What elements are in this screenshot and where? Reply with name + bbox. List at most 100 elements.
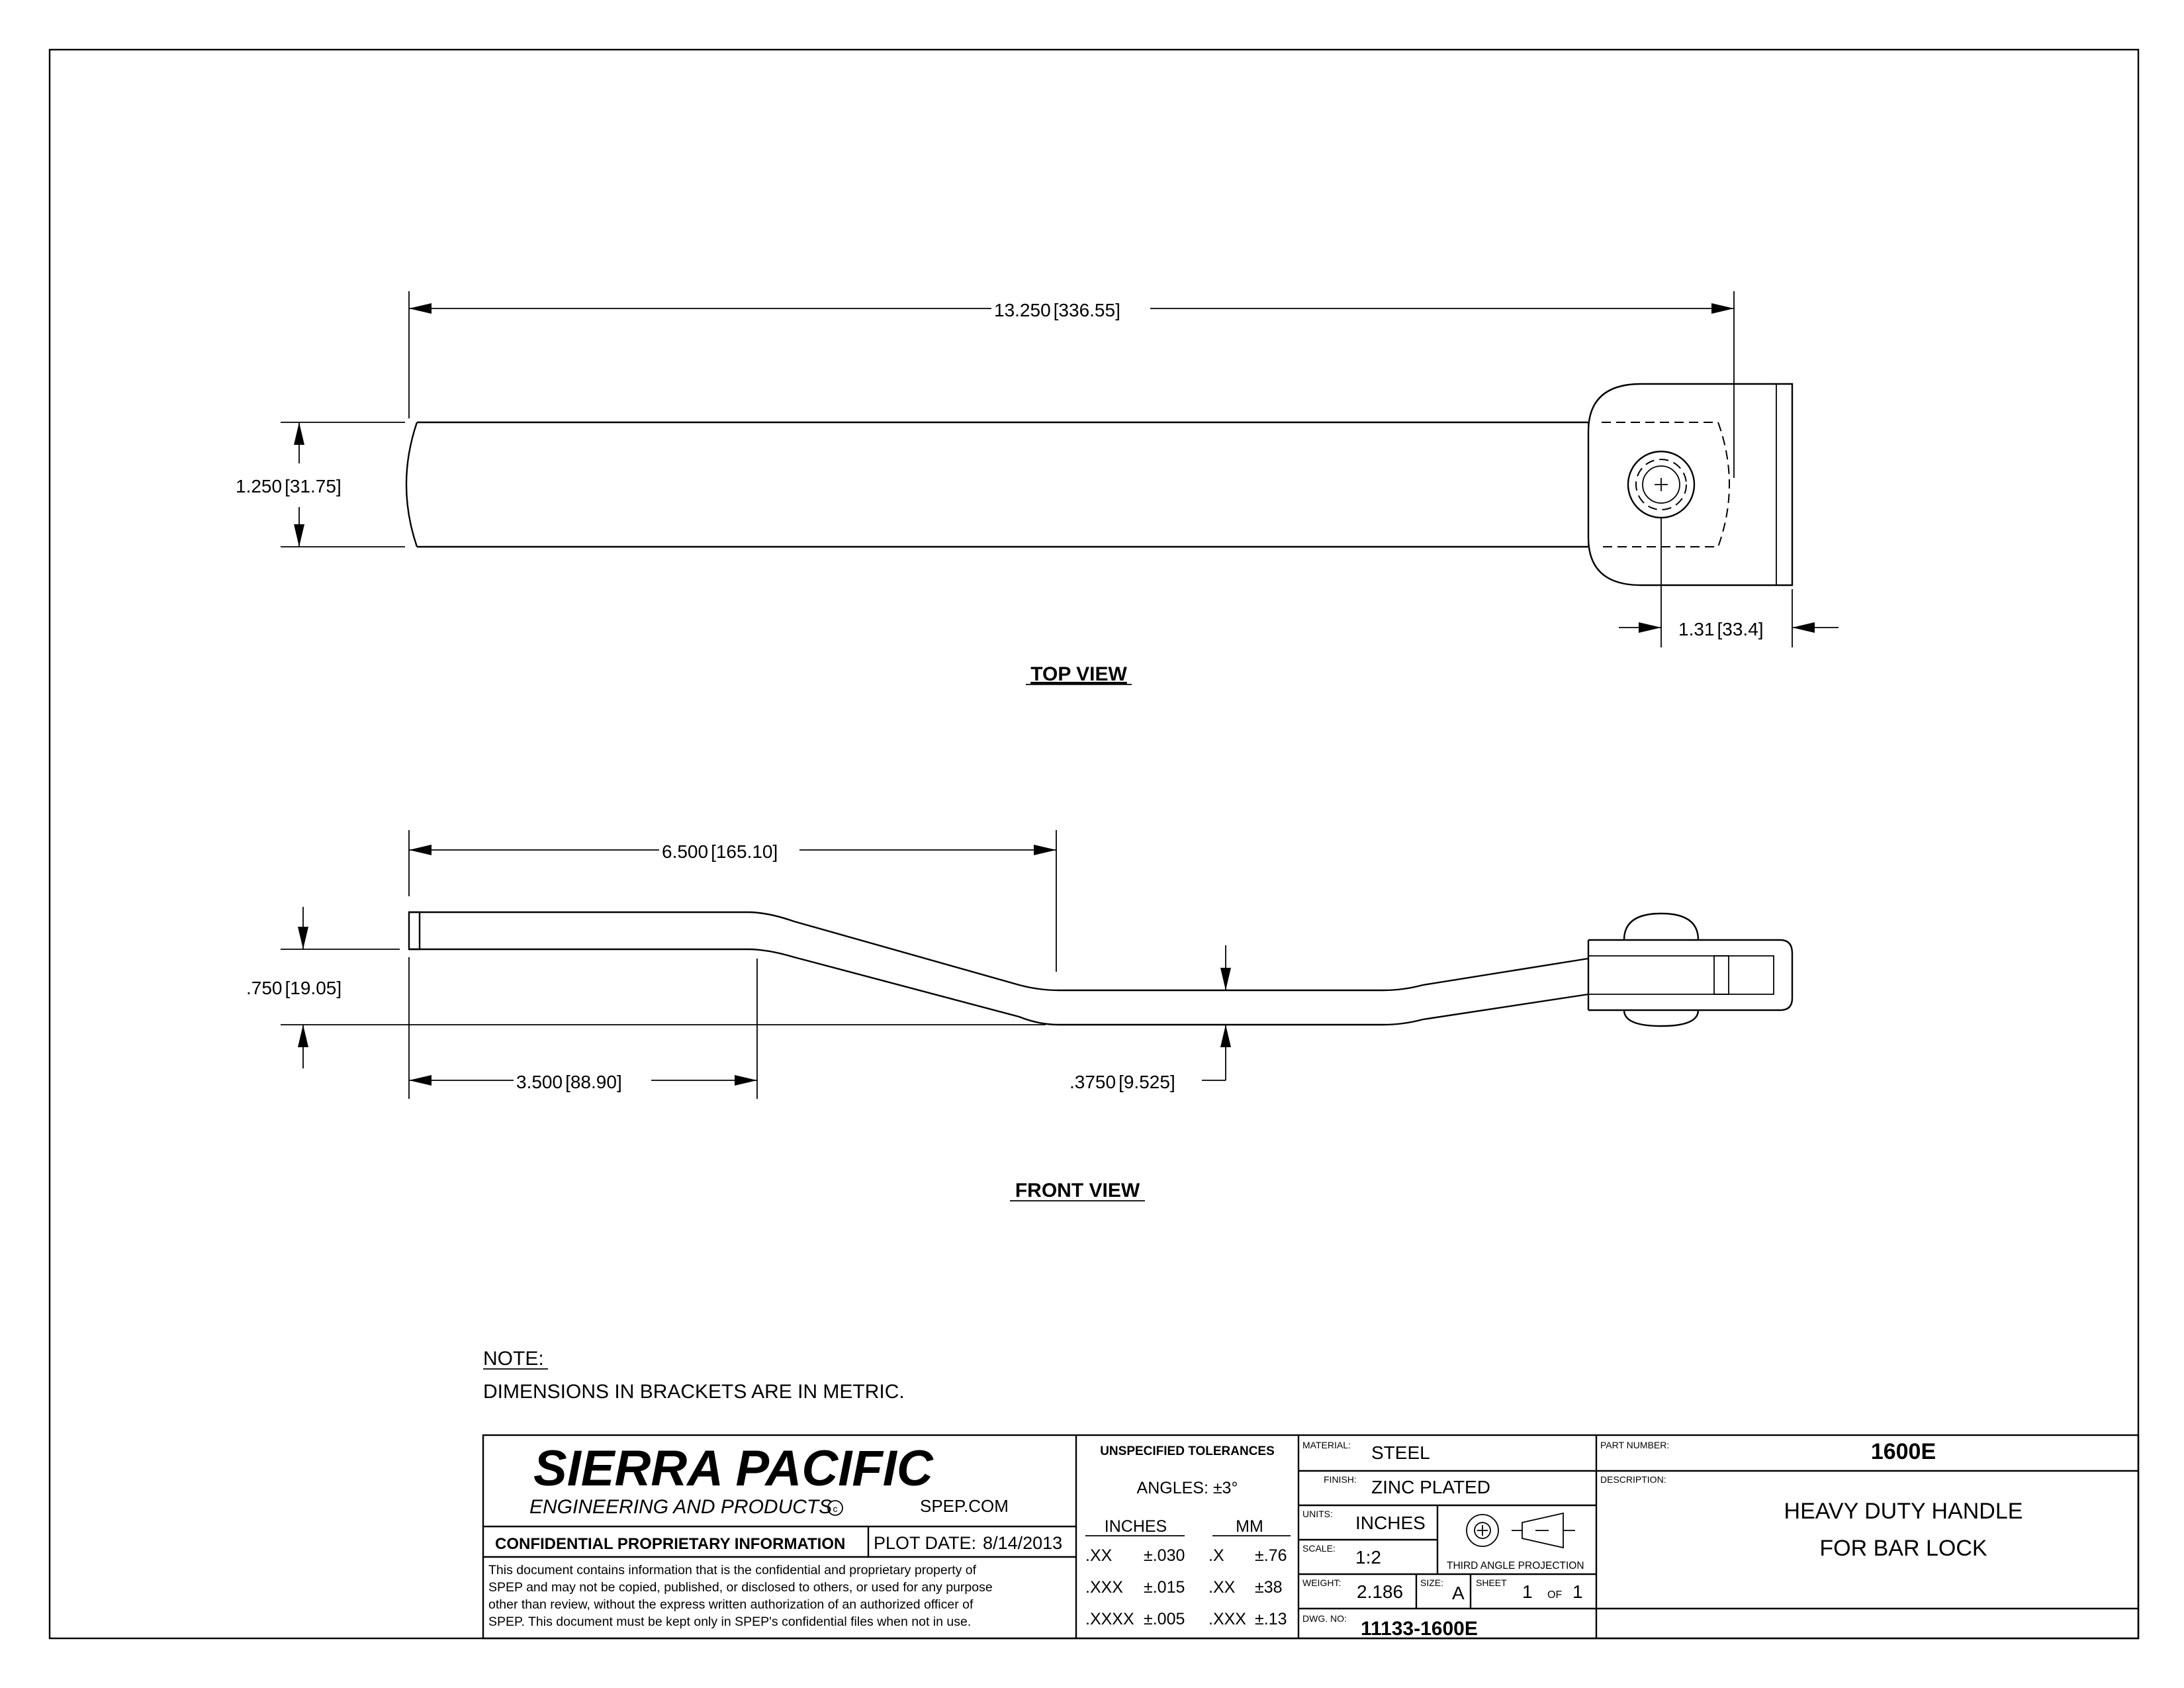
tol-mm-val: ±.76 xyxy=(1255,1546,1287,1565)
dim-bend-start: 3.500 xyxy=(516,1072,563,1092)
note-text: DIMENSIONS IN BRACKETS ARE IN METRIC. xyxy=(483,1381,905,1403)
front-view-label: FRONT VIEW xyxy=(1015,1180,1140,1201)
plot-date-label: PLOT DATE: xyxy=(874,1533,976,1553)
tol-mm-fmt: .X xyxy=(1208,1546,1224,1565)
title-block: SIERRA PACIFIC ENGINEERING AND PRODUCTS … xyxy=(482,1434,2140,1640)
description-line-2: FOR BAR LOCK xyxy=(1819,1536,1987,1561)
front-clevis-outer xyxy=(1588,939,1794,1011)
arrow xyxy=(1034,845,1056,855)
dim-bend-start-mm: 88.90 xyxy=(570,1072,617,1092)
dim-end-offset: 1.31 xyxy=(1678,619,1715,639)
arrow xyxy=(409,845,432,855)
dim-thickness: .3750 xyxy=(1069,1072,1116,1092)
units-label: UNITS: xyxy=(1302,1509,1333,1519)
title-block-border xyxy=(482,1434,2140,1640)
arrow xyxy=(735,1075,757,1086)
disclaimer-line-2: SPEP and may not be copied, published, o… xyxy=(488,1580,993,1595)
svg-text:3.500[88.90]: 3.500[88.90] xyxy=(516,1072,622,1092)
front-pin-head-top xyxy=(1623,912,1700,941)
svg-text:.3750[9.525]: .3750[9.525] xyxy=(1069,1072,1175,1092)
sheet-border xyxy=(48,48,2140,1640)
material-label: MATERIAL: xyxy=(1302,1440,1351,1450)
finish-value: ZINC PLATED xyxy=(1371,1477,1490,1497)
material-value: STEEL xyxy=(1371,1442,1430,1463)
top-clevis-outline xyxy=(1587,383,1794,586)
dim-width-mm: 31.75 xyxy=(290,476,336,496)
svg-text:.750[19.05]: .750[19.05] xyxy=(246,978,341,998)
front-bar-tip xyxy=(1713,955,1729,995)
size-label: SIZE: xyxy=(1420,1577,1443,1588)
tol-in-val: ±.005 xyxy=(1144,1610,1185,1628)
arrow xyxy=(1220,1025,1231,1047)
dim-offset: .750 xyxy=(246,978,283,998)
top-pin-inner xyxy=(1642,465,1680,504)
arrow xyxy=(1792,622,1815,633)
sheet-value: 1 xyxy=(1522,1581,1533,1602)
dwg-no-label: DWG. NO: xyxy=(1302,1613,1347,1624)
dim-length: 13.250 xyxy=(994,300,1051,320)
arrow xyxy=(409,303,432,314)
dim-bend-end-mm: 165.10 xyxy=(716,841,773,862)
copyright-icon xyxy=(827,1500,843,1516)
third-angle-projection-icon xyxy=(1466,1512,1575,1549)
top-pin-center-mark xyxy=(1655,478,1668,491)
arrow xyxy=(298,1025,308,1047)
tol-mm-val: ±.13 xyxy=(1255,1610,1287,1628)
website: SPEP.COM xyxy=(920,1496,1009,1516)
tolerance-rows: .XX ±.030 .X ±.76 .XXX ±.015 .XX ±38 .XX… xyxy=(1085,1546,1287,1628)
disclaimer-line-4: SPEP. This document must be kept only in… xyxy=(488,1615,971,1629)
arrow xyxy=(294,422,304,445)
copyright-letter: c xyxy=(833,1503,838,1514)
disclaimer-line-1: This document contains information that … xyxy=(488,1563,977,1577)
part-number-label: PART NUMBER: xyxy=(1600,1440,1669,1450)
dim-thickness-mm: 9.525 xyxy=(1124,1072,1170,1092)
tolerance-mm-header: MM xyxy=(1236,1517,1263,1536)
front-view xyxy=(281,830,1794,1099)
size-value: A xyxy=(1452,1583,1465,1603)
front-bar-bottom-edge xyxy=(409,948,1589,1026)
top-view-label: TOP VIEW xyxy=(1030,663,1127,685)
scale-value: 1:2 xyxy=(1355,1547,1381,1568)
scale-label: SCALE: xyxy=(1302,1543,1336,1554)
dwg-no-value: 11133-1600E xyxy=(1361,1618,1478,1640)
company-subtitle: ENGINEERING AND PRODUCTS xyxy=(529,1496,832,1518)
weight-label: WEIGHT: xyxy=(1302,1577,1341,1588)
front-bar-top-edge xyxy=(409,911,1589,992)
sheet-total: 1 xyxy=(1572,1581,1583,1602)
tolerance-angles: ANGLES: ±3° xyxy=(1137,1479,1238,1497)
top-bar-edges xyxy=(417,421,1588,548)
projection-label: THIRD ANGLE PROJECTION xyxy=(1447,1560,1584,1571)
dim-width: 1.250 xyxy=(236,476,282,496)
top-pin-hidden xyxy=(1635,459,1687,510)
tol-in-fmt: .XXXX xyxy=(1085,1610,1134,1628)
arrow xyxy=(294,524,304,547)
description-label: DESCRIPTION: xyxy=(1600,1474,1666,1485)
dimension-labels: 13.250[336.55] 1.250[31.75] 1.31[33.4] 6… xyxy=(236,300,1764,1092)
weight-value: 2.186 xyxy=(1357,1581,1403,1602)
tol-mm-fmt: .XXX xyxy=(1208,1610,1246,1628)
dim-end-offset-mm: 33.4 xyxy=(1722,619,1758,639)
svg-text:PLOT DATE:8/14/2013: PLOT DATE: 8/14/2013 xyxy=(874,1533,1062,1553)
front-clevis-inner xyxy=(1588,955,1774,995)
arrow xyxy=(1220,968,1231,990)
arrow xyxy=(298,927,308,949)
front-pin-head-bottom xyxy=(1623,1009,1700,1027)
description-line-1: HEAVY DUTY HANDLE xyxy=(1784,1499,2023,1524)
tol-in-fmt: .XXX xyxy=(1085,1578,1123,1597)
units-value: INCHES xyxy=(1355,1513,1426,1533)
note-heading: NOTE: xyxy=(483,1348,544,1370)
top-hidden-bar-end xyxy=(1602,422,1730,547)
tol-mm-val: ±38 xyxy=(1255,1578,1283,1597)
dim-bend-end: 6.500 xyxy=(662,841,708,862)
sheet-label: SHEET xyxy=(1476,1577,1507,1588)
dim-offset-mm: 19.05 xyxy=(290,978,336,998)
plot-date: 8/14/2013 xyxy=(983,1533,1062,1553)
disclaimer-line-3: other than review, without the express w… xyxy=(488,1597,974,1612)
top-view xyxy=(281,291,1839,647)
part-number-value: 1600E xyxy=(1871,1439,1936,1464)
top-bar-rounded-end xyxy=(405,422,418,547)
tolerance-inches-header: INCHES xyxy=(1105,1517,1167,1536)
front-bar-end xyxy=(408,911,421,951)
tolerances-header: UNSPECIFIED TOLERANCES xyxy=(1100,1444,1275,1458)
